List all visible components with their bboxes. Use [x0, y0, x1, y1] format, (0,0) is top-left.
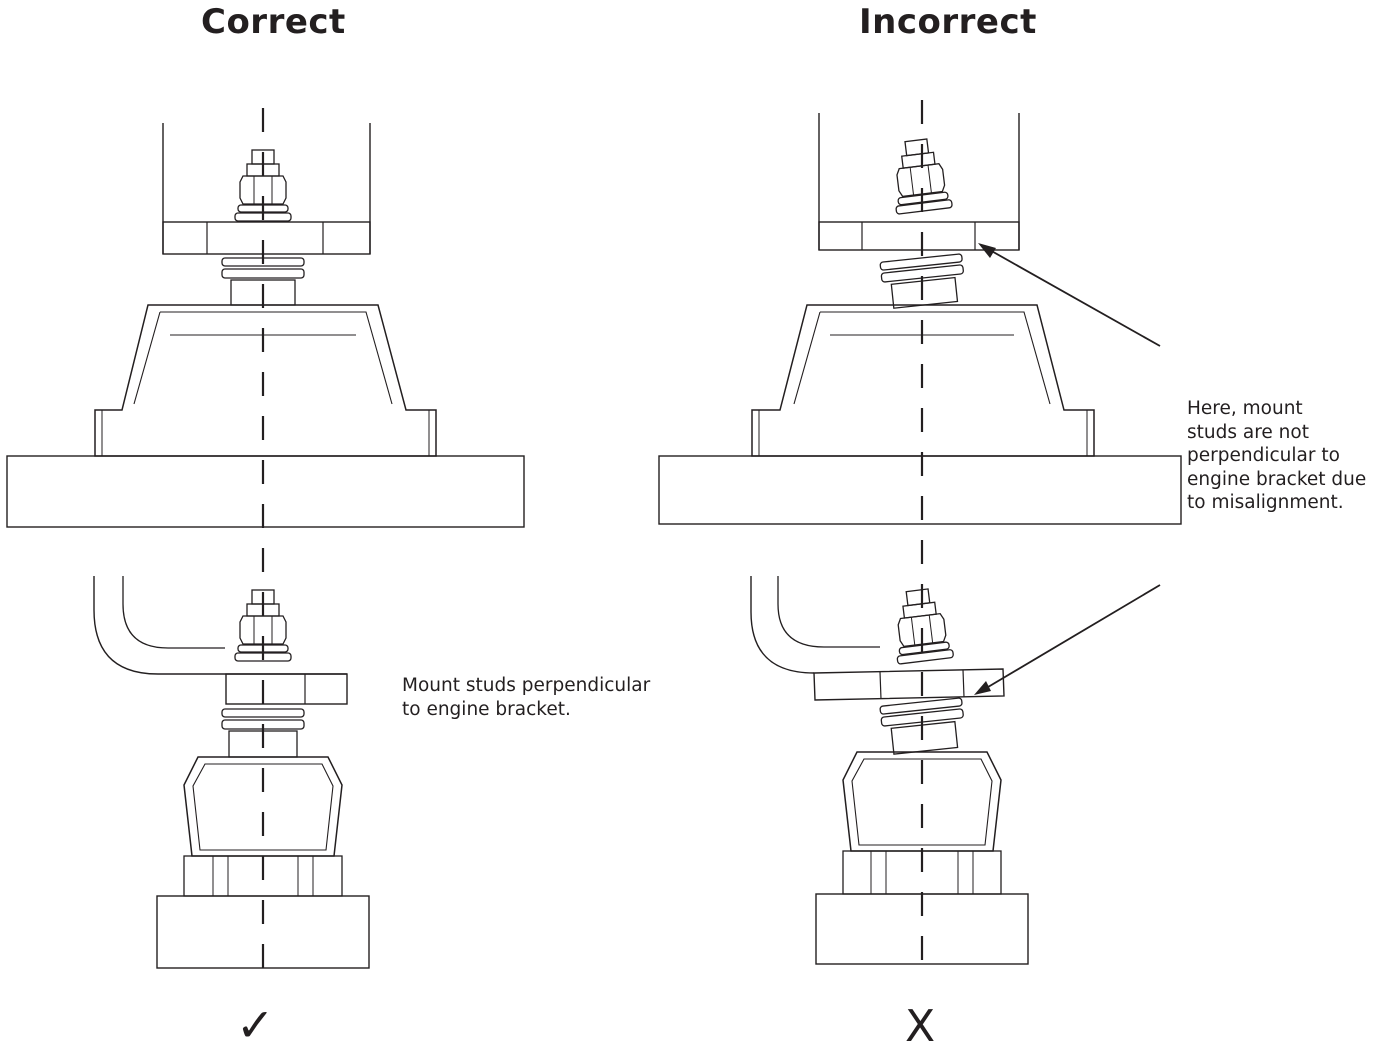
note-incorrect-line: perpendicular to: [1187, 445, 1340, 466]
checkmark-icon: ✓: [236, 998, 275, 1052]
pointer-arrow-top: [978, 243, 1161, 347]
note-correct-line: Mount studs perpendicular: [402, 675, 651, 696]
incorrect-bottom-assembly: [750, 576, 1029, 965]
x-mark-icon: X: [905, 1001, 936, 1052]
incorrect-top-assembly: [658, 113, 1182, 525]
heading-incorrect: Incorrect: [859, 2, 1037, 42]
note-incorrect-line: to misalignment.: [1187, 492, 1344, 513]
heading-correct: Correct: [201, 2, 346, 42]
note-incorrect-line: engine bracket due: [1187, 468, 1367, 490]
correct-top-assembly: [6, 123, 525, 528]
correct-bottom-assembly: [93, 576, 370, 969]
pointer-arrow-bottom: [974, 584, 1161, 695]
note-incorrect: Here, mount studs are not perpendicular …: [1187, 397, 1392, 515]
note-correct-line: to engine bracket.: [402, 698, 571, 720]
note-incorrect-line: Here, mount: [1187, 398, 1303, 419]
note-incorrect-line: studs are not: [1187, 421, 1309, 443]
note-correct: Mount studs perpendicular to engine brac…: [402, 674, 702, 721]
